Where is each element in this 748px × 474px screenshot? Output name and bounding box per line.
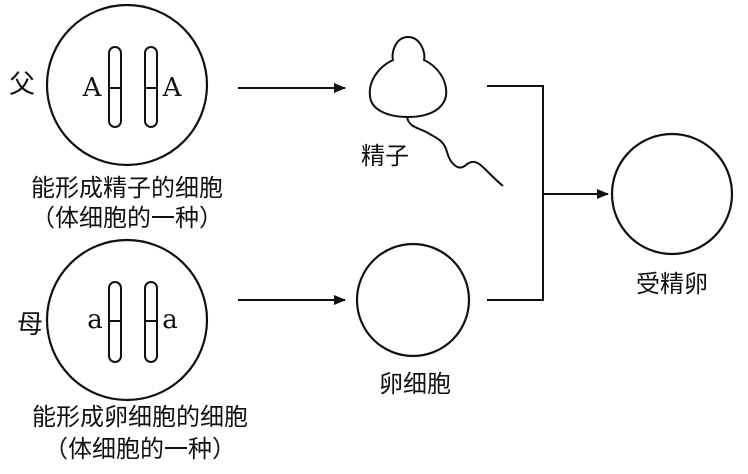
fertilization-bracket [487, 85, 544, 301]
egg-label: 卵细胞 [379, 370, 451, 398]
sperm-shape [368, 35, 504, 187]
mother-allele-left: a [87, 305, 103, 335]
father-chromosome-left [108, 46, 122, 128]
father-caption-line1: 能形成精子的细胞 [31, 174, 223, 202]
mother-allele-right: a [162, 305, 178, 335]
sperm-label: 精子 [361, 142, 409, 170]
egg-circle [355, 242, 471, 358]
sperm-tail [406, 116, 504, 187]
mother-label: 母 [17, 310, 43, 340]
father-caption-line2: （体细胞的一种） [31, 204, 223, 232]
zygote-circle [610, 132, 734, 256]
father-cell: A A [45, 3, 209, 167]
mother-chromosome-left [108, 281, 122, 363]
father-allele-right: A [162, 73, 183, 103]
father-cell-circle [45, 3, 209, 167]
mother-caption-line2: （体细胞的一种） [44, 435, 236, 463]
mother-cell-circle [45, 238, 209, 402]
father-label: 父 [9, 70, 35, 100]
mother-cell: a a [45, 238, 209, 402]
father-allele-left: A [82, 73, 103, 103]
sperm-head [368, 35, 448, 119]
mother-caption-line1: 能形成卵细胞的细胞 [32, 403, 248, 431]
father-chromosome-right [144, 46, 158, 128]
mother-chromosome-right [144, 281, 158, 363]
zygote-label: 受精卵 [636, 270, 708, 298]
